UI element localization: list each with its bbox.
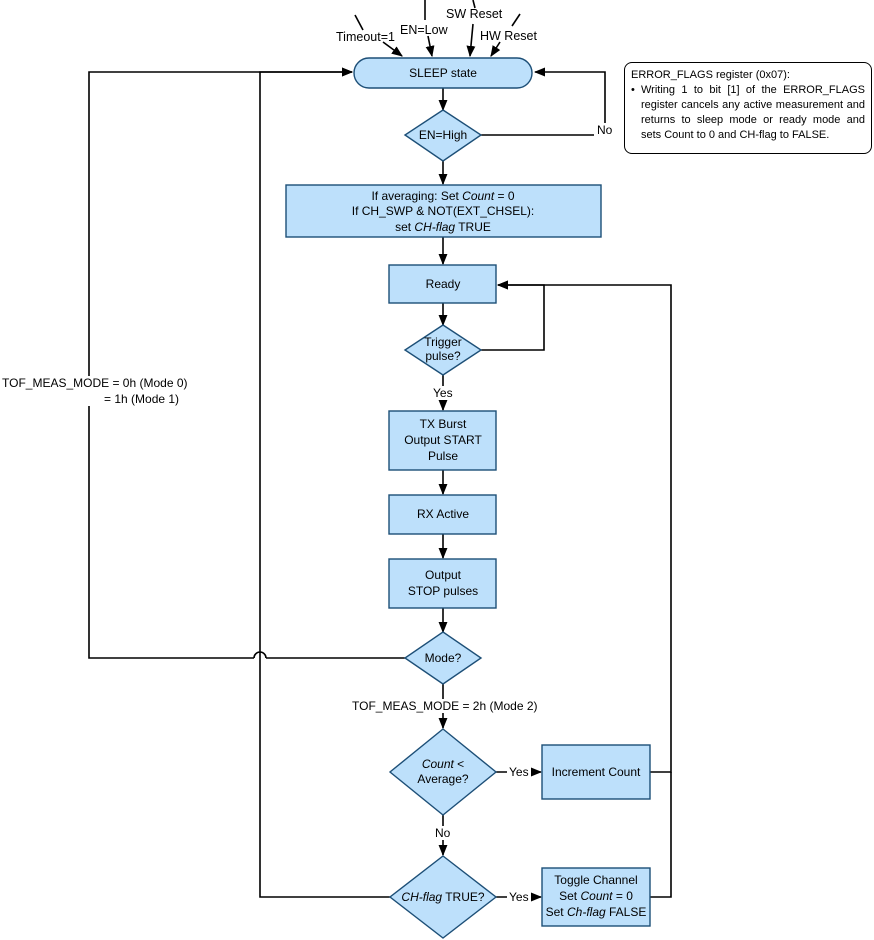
increment-label: Increment Count <box>552 765 641 779</box>
stop-line-2: STOP pulses <box>408 584 478 598</box>
stop-line-1: Output <box>425 568 462 582</box>
node-increment-count: Increment Count <box>541 744 651 800</box>
sw-reset-label: SW Reset <box>446 7 503 21</box>
rx-label: RX Active <box>417 507 469 521</box>
note-bullet-icon: • <box>631 84 635 96</box>
init-line-3: set CH-flag TRUE <box>395 220 491 234</box>
connectors <box>88 67 672 902</box>
note-body: Writing 1 to bit [1] of the ERROR_FLAGS … <box>641 84 865 141</box>
init-line-2: If CH_SWP & NOT(EXT_CHSEL): <box>352 204 534 218</box>
hw-reset-arrow <box>490 41 501 57</box>
timeout-label: Timeout=1 <box>336 30 395 44</box>
sw-reset-arrow <box>466 23 476 58</box>
count-line-2: Average? <box>417 772 468 786</box>
label-mode-01-line-1: TOF_MEAS_MODE = 0h (Mode 0) <box>2 376 188 390</box>
node-output-stop: Output STOP pulses <box>388 558 497 609</box>
note-title: ERROR_FLAGS register (0x07): <box>631 69 790 81</box>
chflag-label: CH-flag TRUE? <box>401 890 484 904</box>
ready-label: Ready <box>426 277 461 291</box>
node-init-averaging: If averaging: Set Count = 0 If CH_SWP & … <box>285 184 602 238</box>
toggle-line-3: Set Ch-flag FALSE <box>546 905 647 919</box>
count-line-1: Count < <box>422 757 464 771</box>
label-mode-2: TOF_MEAS_MODE = 2h (Mode 2) <box>352 699 538 713</box>
label-mode-01-line-2: = 1h (Mode 1) <box>104 392 179 406</box>
trigger-line-2: pulse? <box>425 349 461 363</box>
label-no-count: No <box>435 826 451 840</box>
label-no-en: No <box>597 123 613 137</box>
external-inputs <box>354 0 521 58</box>
label-yes-chflag: Yes <box>509 890 529 904</box>
error-flags-note: ERROR_FLAGS register (0x07): • Writing 1… <box>624 62 872 154</box>
node-ready: Ready <box>388 264 497 304</box>
node-en-high-decision: EN=High <box>403 109 483 162</box>
hw-reset-label: HW Reset <box>480 29 537 43</box>
en-low-label: EN=Low <box>400 23 449 37</box>
node-toggle-channel: Toggle Channel Set Count = 0 Set Ch-flag… <box>541 867 651 927</box>
tx-line-3: Pulse <box>428 449 458 463</box>
label-yes-count: Yes <box>509 765 529 779</box>
en-low-arrow <box>425 35 435 58</box>
node-mode-decision: Mode? <box>403 631 483 685</box>
node-count-decision: Count < Average? <box>388 728 498 816</box>
note-bullet-item: • Writing 1 to bit [1] of the ERROR_FLAG… <box>631 83 865 143</box>
node-chflag-decision: CH-flag TRUE? <box>388 855 498 939</box>
node-sleep-state: SLEEP state <box>353 57 533 89</box>
toggle-line-2: Set Count = 0 <box>559 889 633 903</box>
tx-line-2: Output START <box>404 433 482 447</box>
node-rx-active: RX Active <box>388 494 497 535</box>
sleep-state-label: SLEEP state <box>409 66 477 80</box>
timeout-arrow <box>382 41 403 57</box>
hw-reset-tick <box>511 13 521 27</box>
trigger-line-1: Trigger <box>424 335 462 349</box>
init-line-1: If averaging: Set Count = 0 <box>371 189 514 203</box>
timeout-tick <box>354 14 364 31</box>
toggle-line-1: Toggle Channel <box>554 873 637 887</box>
node-trigger-decision: Trigger pulse? <box>403 324 483 376</box>
sw-reset-tick <box>472 0 476 9</box>
en-high-label: EN=High <box>419 128 467 142</box>
tx-line-1: TX Burst <box>420 417 467 431</box>
node-tx-burst: TX Burst Output START Pulse <box>388 410 497 471</box>
mode-label: Mode? <box>425 651 462 665</box>
label-yes-trigger: Yes <box>433 386 453 400</box>
